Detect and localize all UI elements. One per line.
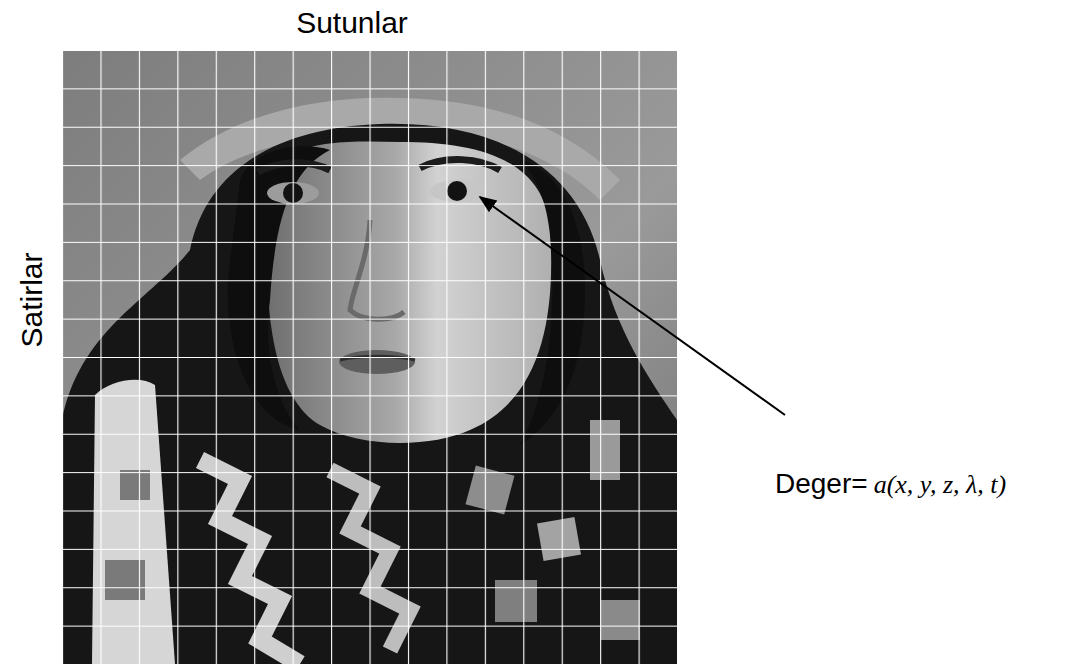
leader-line xyxy=(480,197,785,415)
formula: a(x, y, z, λ, t) xyxy=(874,470,1007,500)
axis-label: Sutunlar xyxy=(296,6,408,41)
pixel-grid xyxy=(62,50,677,664)
photo-background xyxy=(62,50,677,664)
value-label: Deger= xyxy=(775,468,868,500)
axis-label: Satirlar xyxy=(15,252,50,347)
photo xyxy=(62,50,677,664)
